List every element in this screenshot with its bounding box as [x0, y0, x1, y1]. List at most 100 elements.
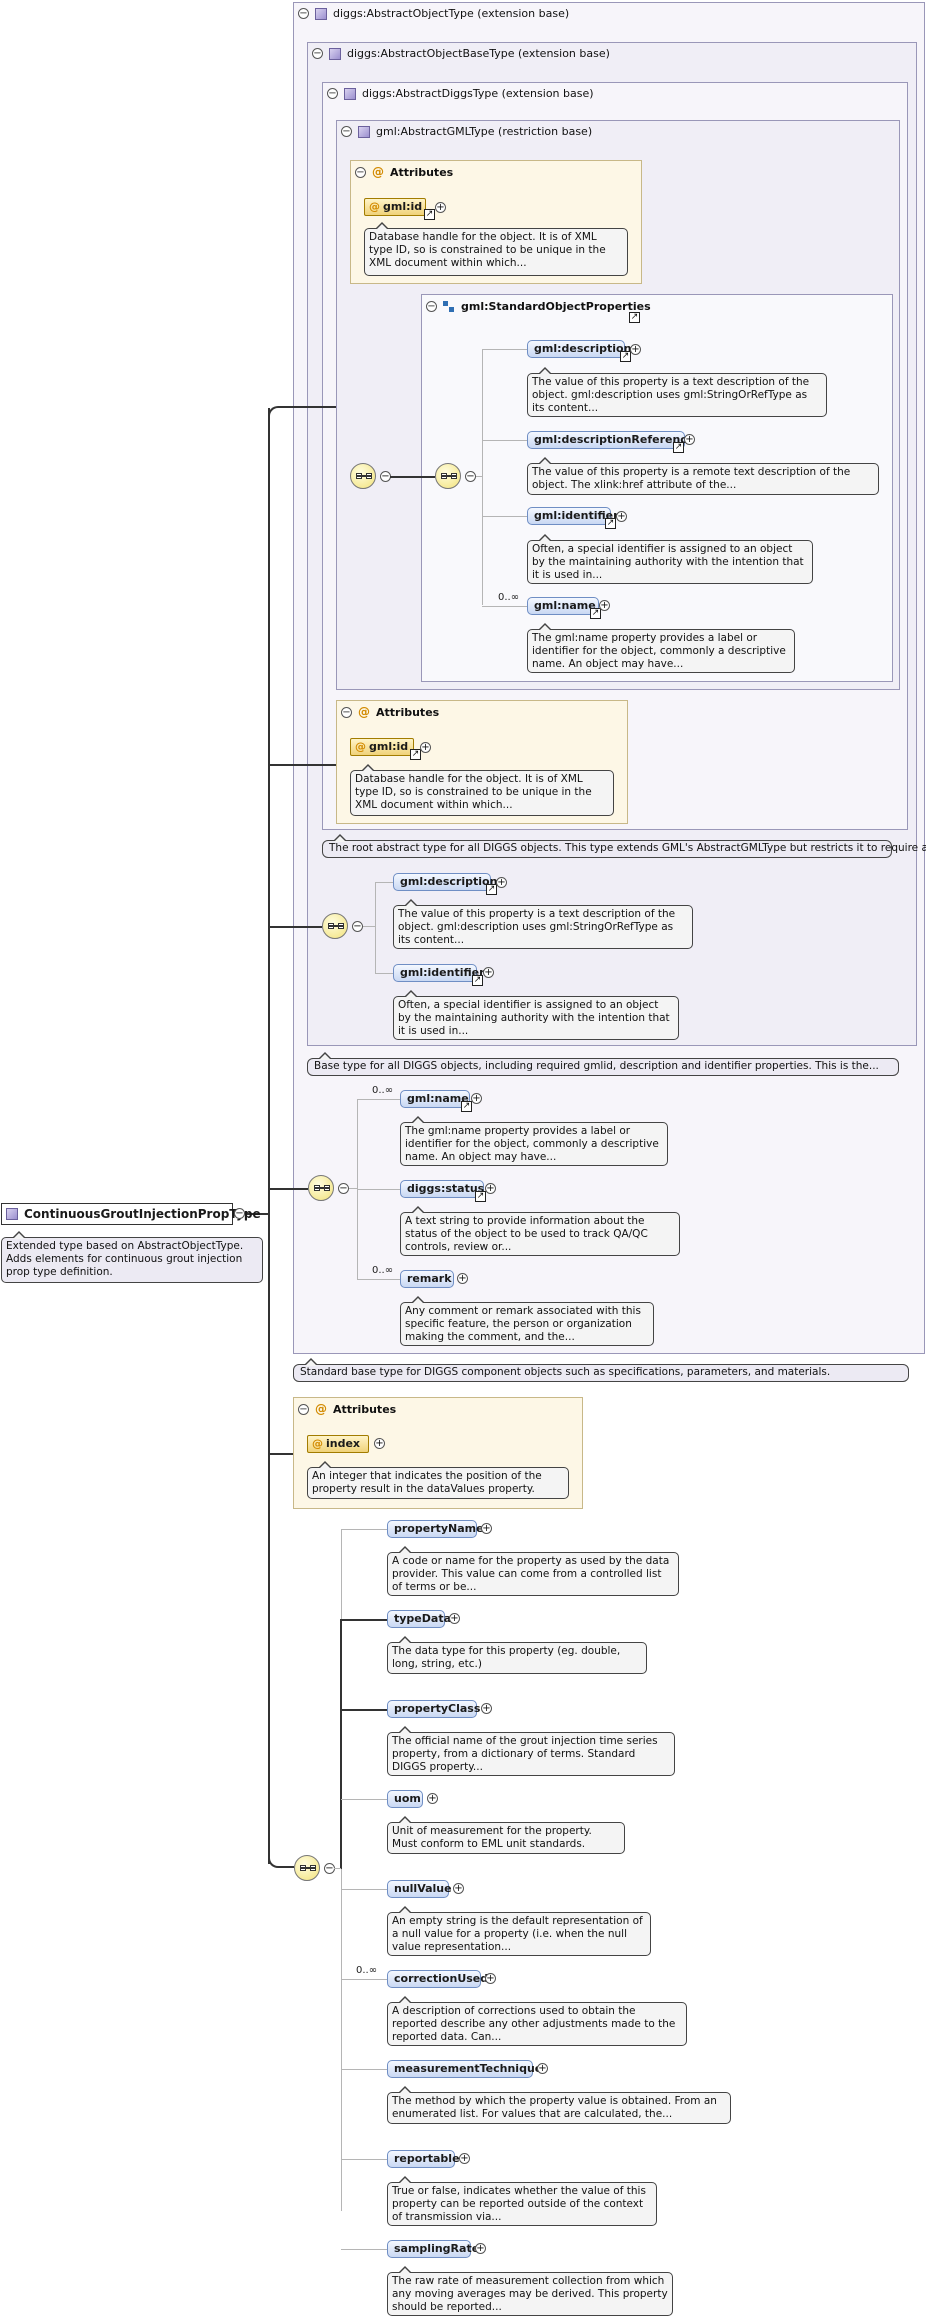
- collapse-icon[interactable]: −: [234, 1208, 245, 1219]
- element-doc: Often, a special identifier is assigned …: [393, 990, 679, 1040]
- element-doc: A description of corrections used to obt…: [387, 1996, 687, 2046]
- group-label: gml:StandardObjectProperties: [461, 300, 651, 313]
- expand-icon[interactable]: +: [475, 2243, 486, 2254]
- collapse-icon[interactable]: −: [298, 8, 309, 19]
- cardinality: 0..∞: [498, 592, 520, 603]
- element-doc: The data type for this property (eg. dou…: [387, 1636, 647, 1674]
- collapse-icon[interactable]: −: [341, 126, 352, 137]
- element-samplingrate[interactable]: samplingRate: [387, 2240, 479, 2258]
- element-doc: The value of this property is a remote t…: [527, 457, 879, 495]
- expand-icon[interactable]: +: [374, 1438, 385, 1449]
- link-icon[interactable]: ↗: [629, 312, 640, 323]
- collapse-icon[interactable]: −: [298, 1403, 309, 1415]
- element-gml-description-reference[interactable]: gml:descriptionReference: [527, 431, 694, 449]
- element-propertyclass[interactable]: propertyClass: [387, 1700, 480, 1718]
- link-icon[interactable]: ↗: [472, 975, 483, 986]
- expand-icon[interactable]: +: [496, 877, 507, 888]
- attributes-label: Attributes: [333, 1402, 397, 1416]
- element-doc: The value of this property is a text des…: [527, 367, 827, 417]
- expand-icon[interactable]: +: [471, 1093, 482, 1104]
- element-typedata[interactable]: typeData: [387, 1610, 451, 1628]
- element-uom[interactable]: uom: [387, 1790, 423, 1808]
- gml-id-attribute[interactable]: @ gml:id: [364, 198, 426, 216]
- cardinality: 0..∞: [356, 1965, 378, 1976]
- attribute-icon: @: [358, 705, 370, 719]
- link-icon[interactable]: ↗: [410, 749, 421, 760]
- type-doc: Base type for all DIGGS objects, includi…: [307, 1052, 899, 1076]
- element-name: gml:identifier: [534, 509, 619, 522]
- element-name: gml:name: [534, 599, 596, 612]
- element-doc: The gml:name property provides a label o…: [527, 623, 795, 673]
- expand-icon[interactable]: +: [537, 2063, 548, 2074]
- element-gml-description[interactable]: gml:description: [527, 340, 631, 358]
- sequence-icon: [308, 1175, 334, 1201]
- link-icon[interactable]: ↗: [424, 209, 435, 220]
- cardinality: 0..∞: [372, 1085, 394, 1096]
- element-name: gml:identifier: [400, 966, 485, 979]
- link-icon[interactable]: ↗: [605, 518, 616, 529]
- element-gml-identifier[interactable]: gml:identifier: [393, 964, 485, 982]
- element-doc: Unit of measurement for the property. Mu…: [387, 1816, 625, 1854]
- expand-icon[interactable]: +: [427, 1793, 438, 1804]
- collapse-icon[interactable]: −: [338, 1183, 349, 1194]
- expand-icon[interactable]: +: [630, 344, 641, 355]
- expand-icon[interactable]: +: [481, 1703, 492, 1714]
- link-icon[interactable]: ↗: [475, 1191, 486, 1202]
- type-label: gml:AbstractGMLType (restriction base): [376, 125, 593, 138]
- link-icon[interactable]: ↗: [673, 442, 684, 453]
- expand-icon[interactable]: +: [485, 1183, 496, 1194]
- element-doc: The raw rate of measurement collection f…: [387, 2266, 673, 2316]
- attribute-doc: Database handle for the object. It is of…: [364, 222, 628, 276]
- attribute-icon: @: [315, 1402, 327, 1416]
- gml-id-attribute[interactable]: @ gml:id: [350, 738, 414, 756]
- expand-icon[interactable]: +: [457, 1273, 468, 1284]
- expand-icon[interactable]: +: [684, 434, 695, 445]
- element-name: typeData: [394, 1612, 451, 1625]
- link-icon[interactable]: ↗: [620, 351, 631, 362]
- expand-icon[interactable]: +: [616, 511, 627, 522]
- element-diggs-status[interactable]: diggs:status: [400, 1180, 484, 1198]
- expand-icon[interactable]: +: [483, 967, 494, 978]
- element-measurementtechnique[interactable]: measurementTechnique: [387, 2060, 542, 2078]
- element-doc: Any comment or remark associated with th…: [400, 1296, 654, 1346]
- attribute-icon: @: [369, 200, 380, 213]
- expand-icon[interactable]: +: [599, 600, 610, 611]
- type-label: diggs:AbstractObjectBaseType (extension …: [347, 47, 610, 60]
- abstract-object-type-header: − diggs:AbstractObjectType (extension ba…: [298, 7, 569, 20]
- element-name: gml:description: [400, 875, 498, 888]
- sequence-icon: [435, 463, 461, 489]
- element-gml-identifier[interactable]: gml:identifier: [527, 507, 619, 525]
- element-nullvalue[interactable]: nullValue: [387, 1880, 452, 1898]
- attribute-name: gml:id: [369, 740, 409, 753]
- element-correctionused[interactable]: correctionUsed: [387, 1970, 488, 1988]
- expand-icon[interactable]: +: [485, 1973, 496, 1984]
- root-element[interactable]: ContinuousGroutInjectionPropType: [1, 1203, 261, 1225]
- link-icon[interactable]: ↗: [590, 608, 601, 619]
- link-icon[interactable]: ↗: [461, 1101, 472, 1112]
- element-gml-name[interactable]: gml:name: [400, 1090, 470, 1108]
- group-icon: [443, 300, 455, 313]
- collapse-icon[interactable]: −: [352, 921, 363, 932]
- complex-type-icon: [358, 125, 370, 138]
- collapse-icon[interactable]: −: [355, 166, 366, 178]
- element-gml-name[interactable]: gml:name: [527, 597, 599, 615]
- expand-icon[interactable]: +: [449, 1613, 460, 1624]
- expand-icon[interactable]: +: [420, 742, 431, 753]
- element-remark[interactable]: remark: [400, 1270, 454, 1288]
- expand-icon[interactable]: +: [481, 1523, 492, 1534]
- element-name: uom: [394, 1792, 421, 1805]
- collapse-icon[interactable]: −: [341, 706, 352, 718]
- element-name: remark: [407, 1272, 452, 1285]
- element-reportable[interactable]: reportable: [387, 2150, 460, 2168]
- expand-icon[interactable]: +: [459, 2153, 470, 2164]
- index-attribute[interactable]: @ index: [307, 1435, 369, 1453]
- link-icon[interactable]: ↗: [486, 884, 497, 895]
- collapse-icon[interactable]: −: [426, 301, 437, 312]
- collapse-icon[interactable]: −: [327, 88, 338, 99]
- collapse-icon[interactable]: −: [312, 48, 323, 59]
- element-gml-description[interactable]: gml:description: [393, 873, 497, 891]
- element-propertyname[interactable]: propertyName: [387, 1520, 484, 1538]
- expand-icon[interactable]: +: [435, 202, 446, 213]
- collapse-icon[interactable]: −: [465, 471, 476, 482]
- expand-icon[interactable]: +: [453, 1883, 464, 1894]
